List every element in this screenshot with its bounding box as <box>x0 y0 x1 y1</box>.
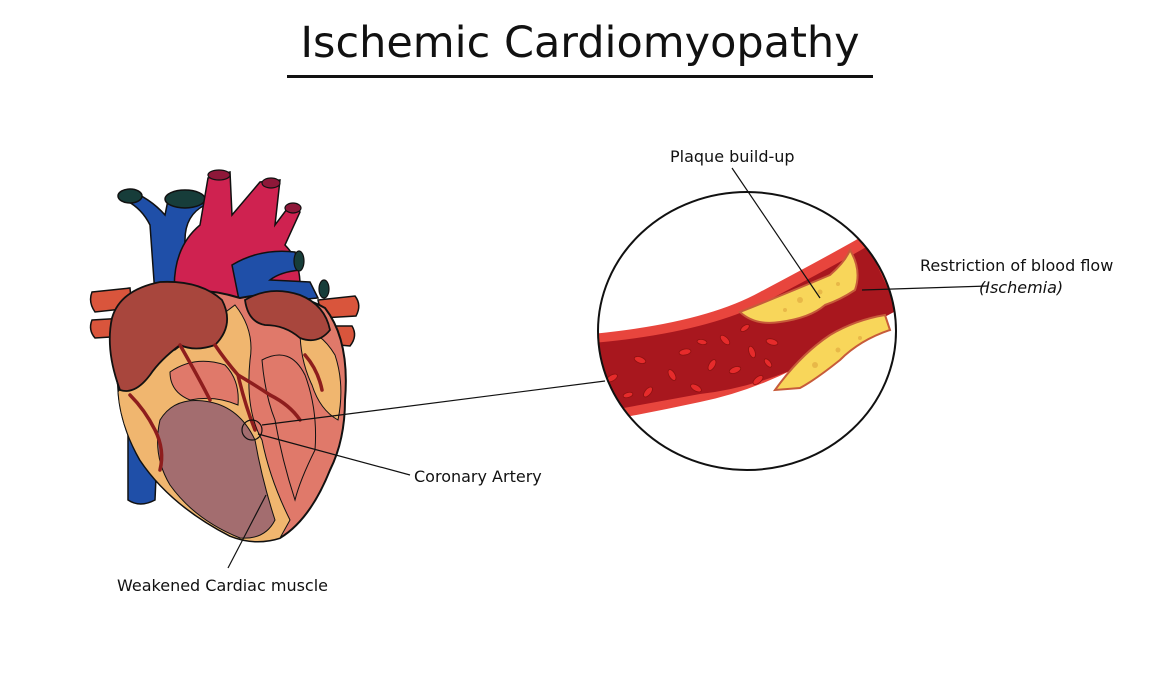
red-blood-cell <box>643 386 653 398</box>
plaque-label: Plaque build-up <box>670 147 795 166</box>
vena-cava-opening <box>117 188 143 204</box>
coronary-branch-6 <box>268 393 302 422</box>
plaque-lower <box>772 313 892 392</box>
plaque-speckle <box>858 336 862 340</box>
heart-illustration <box>89 169 360 543</box>
red-blood-cell <box>707 359 717 371</box>
coronary-artery-leader <box>257 433 411 476</box>
red-blood-cell <box>667 369 677 381</box>
myocardium-panel-2 <box>261 354 317 502</box>
red-blood-cell <box>719 334 731 346</box>
plaque-speckle <box>783 308 787 312</box>
red-blood-cell <box>763 358 773 368</box>
red-blood-cell <box>622 391 634 399</box>
epicardial-fat-2 <box>299 329 342 421</box>
myocardium-panel <box>169 360 239 406</box>
plaque-speckle <box>817 289 823 295</box>
callout-lines <box>227 167 989 569</box>
right-atrium <box>244 290 331 342</box>
plaque-speckles <box>783 282 862 368</box>
restriction-label: Restriction of blood flow <box>920 256 1114 275</box>
plaque-upper <box>738 247 859 324</box>
red-blood-cell <box>696 338 708 346</box>
coronary-branch-5 <box>303 353 324 392</box>
left-atrium <box>108 280 229 392</box>
aorta-branch-opening-3 <box>284 202 302 214</box>
coronary-branch-2 <box>236 373 257 432</box>
plaque-speckle <box>797 297 803 303</box>
plaque-speckle <box>835 347 841 353</box>
red-blood-cells <box>606 324 779 399</box>
red-blood-cell <box>765 338 779 346</box>
plaque-speckle <box>836 282 840 286</box>
title-underline <box>287 75 873 78</box>
red-blood-cell <box>690 383 702 393</box>
magnified-artery-view <box>597 191 897 471</box>
red-blood-cell <box>752 375 764 385</box>
coronary-vessels <box>128 343 324 472</box>
coronary-zoom-marker <box>241 419 263 441</box>
plaque-leader <box>731 167 821 299</box>
vena-cava-opening-2 <box>164 189 206 209</box>
red-blood-cell <box>740 324 750 332</box>
pulmonary-vein-opening-2 <box>318 279 330 299</box>
aorta-branch-opening-2 <box>261 177 281 189</box>
aorta-branch-opening <box>207 169 231 181</box>
weakened-muscle-leader <box>227 494 267 569</box>
magnifier-outline <box>597 191 897 471</box>
red-blood-cell <box>678 348 692 356</box>
red-blood-cell <box>748 345 756 359</box>
weakened-muscle-label: Weakened Cardiac muscle <box>117 576 329 595</box>
plaque-speckle <box>812 362 818 368</box>
red-blood-cell <box>728 366 742 374</box>
coronary-branch-4 <box>178 343 212 402</box>
pulmonary-vein-opening <box>293 250 305 272</box>
coronary-branch-3 <box>128 393 164 472</box>
zoom-connector-line <box>261 380 606 426</box>
ischemia-label: (Ischemia) <box>979 278 1064 297</box>
coronary-artery-label: Coronary Artery <box>414 467 542 486</box>
page-title: Ischemic Cardiomyopathy <box>300 18 860 68</box>
ischemic-zone <box>157 400 276 539</box>
restriction-leader <box>861 285 989 291</box>
red-blood-cell <box>633 356 647 364</box>
